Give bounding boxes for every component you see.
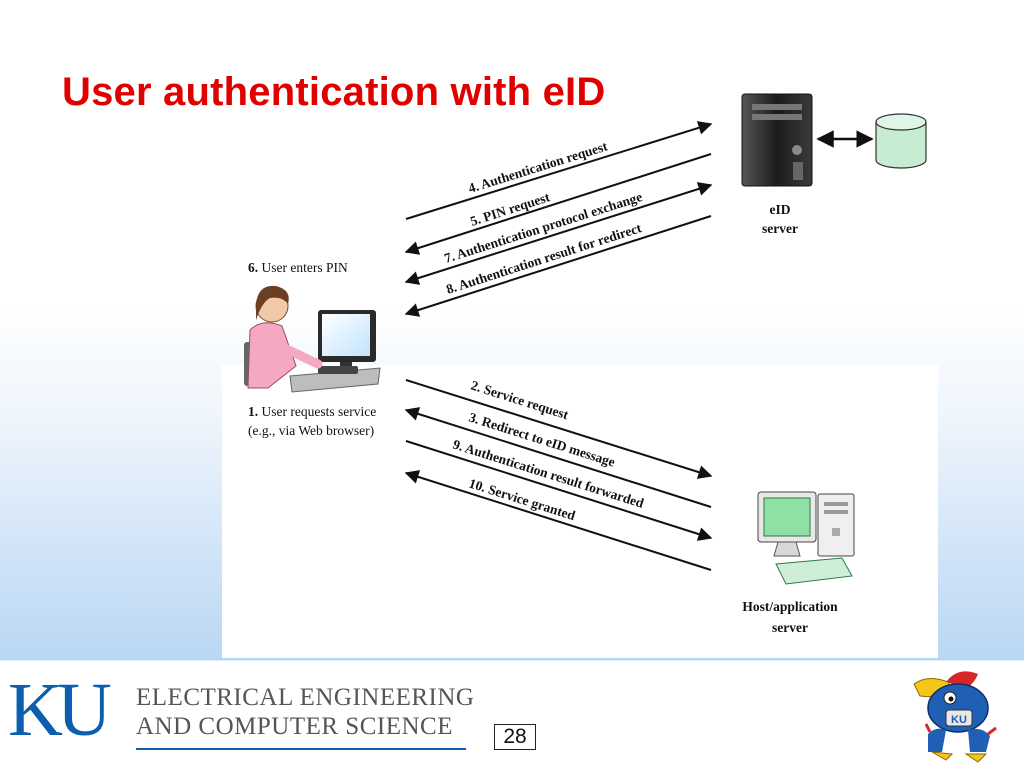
department-name-line1: ELECTRICAL ENGINEERING bbox=[136, 684, 475, 711]
arrow-step-2 bbox=[405, 379, 713, 479]
user-request-caption-line2: (e.g., via Web browser) bbox=[248, 423, 374, 438]
user-request-caption: 1. User requests service bbox=[248, 404, 376, 419]
department-underline bbox=[136, 748, 466, 750]
eid-server-label-line1: eID bbox=[770, 202, 791, 217]
svg-text:KU: KU bbox=[951, 714, 967, 726]
host-server-icon bbox=[757, 491, 855, 585]
user-request-step-number: 1. bbox=[248, 404, 258, 419]
user-pin-step-text: User enters PIN bbox=[258, 260, 348, 275]
eid-server-label-line2: server bbox=[762, 221, 798, 236]
slide-title: User authentication with eID bbox=[62, 70, 606, 114]
user-at-computer-icon bbox=[244, 285, 381, 393]
department-name-line2: AND COMPUTER SCIENCE bbox=[136, 713, 453, 740]
arrow-step-4 bbox=[405, 121, 713, 220]
host-server-label-line2: server bbox=[772, 620, 808, 635]
user-pin-caption: 6. User enters PIN bbox=[248, 260, 348, 275]
page-number: 28 bbox=[494, 724, 536, 750]
arrow-step-5 bbox=[404, 153, 712, 255]
arrow-step-10 bbox=[404, 470, 712, 571]
label-step-4: 4. Authentication request bbox=[466, 138, 609, 196]
arrow-step-3 bbox=[404, 407, 712, 508]
ku-logo: KU bbox=[8, 668, 112, 752]
eid-server-icon bbox=[741, 93, 813, 187]
database-icon bbox=[875, 113, 927, 169]
jayhawk-mascot-icon: KU bbox=[913, 671, 997, 763]
arrow-step-7 bbox=[404, 182, 713, 285]
footer bbox=[0, 661, 1024, 768]
arrow-step-8 bbox=[404, 215, 712, 317]
host-server-label-line1: Host/application bbox=[742, 599, 838, 614]
user-request-step-text: User requests service bbox=[258, 404, 376, 419]
arrow-step-9 bbox=[405, 440, 713, 541]
user-pin-step-number: 6. bbox=[248, 260, 258, 275]
